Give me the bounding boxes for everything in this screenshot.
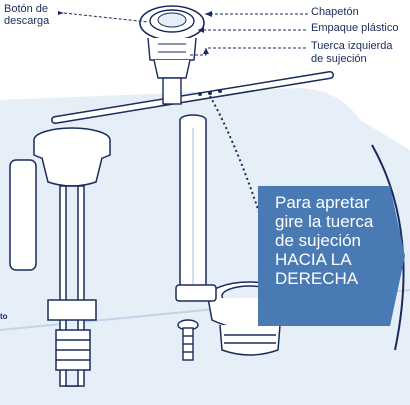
handle-arm-inner	[52, 72, 333, 123]
callout-instruction: Para apretar gire la tuerca de sujeción …	[275, 193, 395, 288]
label-boton-de-descarga: Botón de descarga	[4, 3, 49, 27]
callout-line: HACIA LA	[275, 250, 352, 269]
label-boton-line1: Botón de	[4, 3, 49, 15]
flush-button	[139, 5, 205, 105]
callout-line: de sujeción	[275, 231, 362, 250]
fill-valve	[33, 127, 111, 387]
tank-bolt	[177, 319, 199, 361]
bowl-arc	[371, 144, 405, 351]
label-chapeton: Chapetón	[311, 6, 359, 18]
callout-line: gire la tuerca	[275, 212, 374, 231]
label-empaque-plastico: Empaque plástico	[311, 22, 399, 34]
overflow-tube	[179, 114, 207, 291]
leader-lines	[63, 12, 308, 56]
label-boton-line2: descarga	[4, 15, 50, 27]
callout-box	[258, 186, 405, 326]
callout-line: DERECHA	[275, 269, 359, 288]
cropped-text-fragment: to	[0, 312, 8, 321]
label-tuerca-line2: de sujeción	[311, 53, 367, 65]
label-tuerca-line1: Tuerca izquierda	[311, 40, 393, 52]
float-cup	[9, 159, 37, 271]
callout-line: Para apretar	[275, 193, 370, 212]
